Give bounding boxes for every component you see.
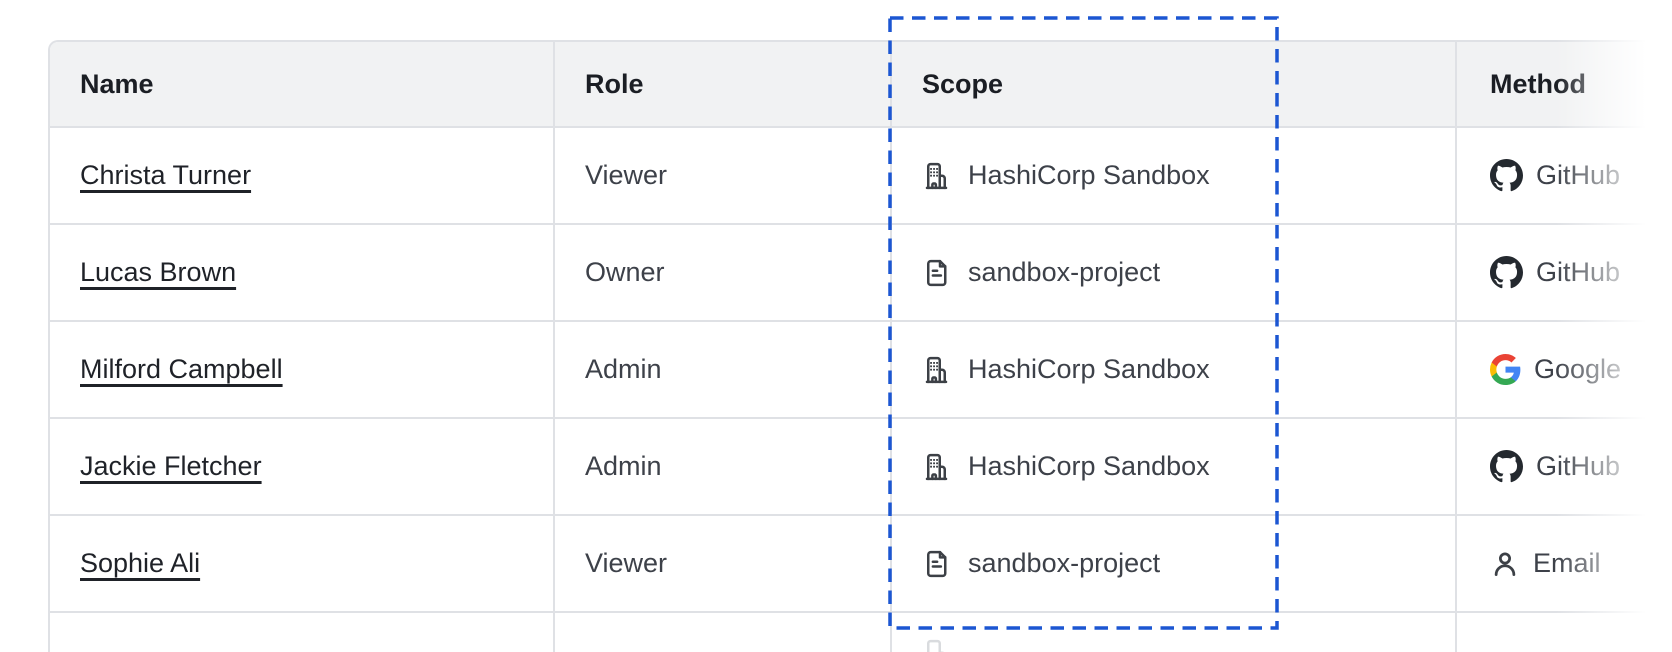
org-building-icon [925,162,948,189]
name-cell: Lucas Brown [50,225,553,320]
scope-icon [922,549,952,579]
name-cell: Jackie Fletcher [50,419,553,514]
table-row-partial [50,613,1672,652]
role-value: Owner [585,257,665,287]
scope-cell: HashiCorp Sandbox [890,322,1455,417]
table-row: Milford Campbell Admin [50,322,1672,419]
member-name-link[interactable]: Sophie Ali [80,548,201,578]
scope-value: sandbox-project [968,257,1161,287]
scope-cell: HashiCorp Sandbox [890,419,1455,514]
org-building-icon [925,453,948,480]
file-text-icon [927,259,947,286]
scope-cell: sandbox-project [890,516,1455,611]
table-row: Sophie Ali Viewer [50,516,1672,613]
name-cell: Christa Turner [50,128,553,223]
role-cell: Admin [553,419,890,514]
method-icon [1490,354,1521,385]
scope-cell: sandbox-project [890,225,1455,320]
org-building-icon [927,639,944,652]
member-name-link[interactable]: Christa Turner [80,160,252,190]
role-value: Admin [585,451,662,481]
role-cell: Viewer [553,516,890,611]
role-cell: Viewer [553,128,890,223]
scope-value: HashiCorp Sandbox [968,451,1210,481]
role-value: Admin [585,354,662,384]
method-icon [1490,159,1523,192]
scope-icon [922,452,952,482]
column-header-scope: Scope [890,42,1455,126]
github-icon [1490,450,1523,483]
google-icon [1490,354,1521,385]
table-row: Lucas Brown Owner [50,225,1672,322]
file-text-icon [927,550,947,577]
scope-icon [922,355,952,385]
member-name-link[interactable]: Milford Campbell [80,354,283,384]
name-cell: Milford Campbell [50,322,553,417]
table-body: Christa Turner Viewer [50,128,1672,613]
table-row: Christa Turner Viewer [50,128,1672,225]
role-value: Viewer [585,548,668,578]
role-cell: Admin [553,322,890,417]
scope-value: sandbox-project [968,548,1161,578]
right-fade-overlay [1556,0,1672,652]
members-table: Name Role Scope Method Christa Turner Vi… [48,40,1672,652]
member-name-link[interactable]: Lucas Brown [80,257,237,287]
scope-icon [922,161,952,191]
table-header-row: Name Role Scope Method [50,42,1672,128]
scope-value: HashiCorp Sandbox [968,160,1210,190]
scope-cell: HashiCorp Sandbox [890,128,1455,223]
method-icon [1490,256,1523,289]
method-icon [1490,450,1523,483]
member-name-link[interactable]: Jackie Fletcher [80,451,262,481]
partial-row-scope-icon [922,638,952,652]
github-icon [1490,256,1523,289]
scope-icon [922,258,952,288]
column-header-role: Role [553,42,890,126]
role-value: Viewer [585,160,668,190]
column-header-name: Name [80,68,154,99]
role-cell: Owner [553,225,890,320]
scope-value: HashiCorp Sandbox [968,354,1210,384]
org-building-icon [925,356,948,383]
table-row: Jackie Fletcher Admin [50,419,1672,516]
method-icon [1490,549,1520,579]
person-icon [1494,551,1516,576]
name-cell: Sophie Ali [50,516,553,611]
github-icon [1490,159,1523,192]
